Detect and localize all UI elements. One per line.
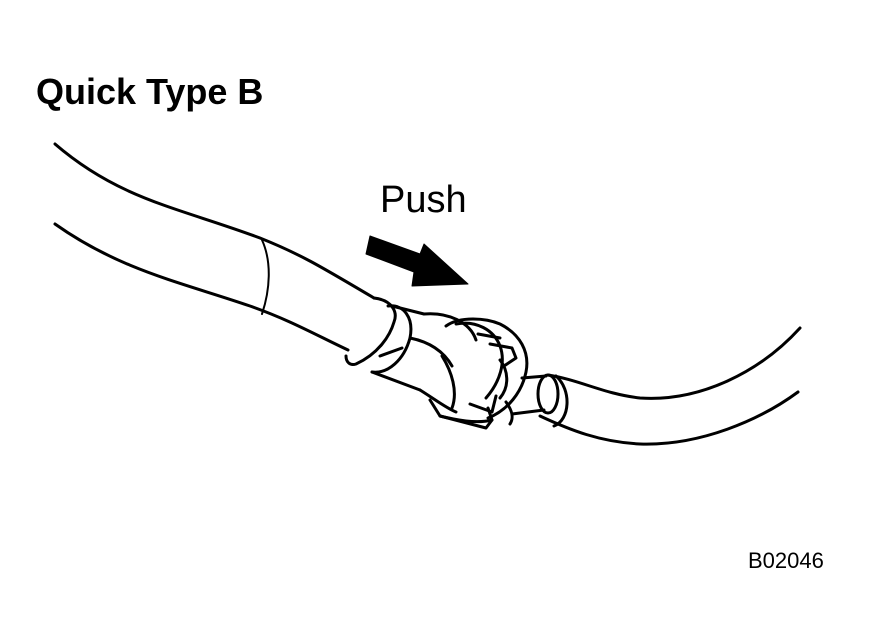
- right-hose: [538, 326, 802, 446]
- push-label: Push: [380, 179, 467, 221]
- left-hose: [53, 142, 397, 366]
- arrow-right-icon: [365, 235, 469, 287]
- diagram-title: Quick Type B: [36, 71, 264, 112]
- connector-body: [370, 304, 529, 430]
- pipe-nipple: [510, 373, 560, 416]
- figure-code: B02046: [748, 548, 824, 573]
